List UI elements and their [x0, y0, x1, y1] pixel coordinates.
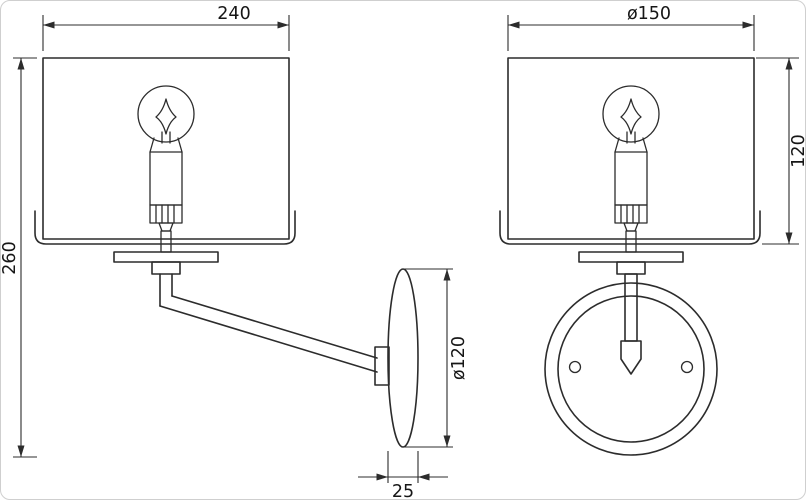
dim-shade-height: 120 [756, 57, 806, 245]
screw-hole-left [568, 360, 582, 374]
backplate-inner-circle [557, 295, 705, 443]
screw-hole-right [680, 360, 694, 374]
shade-bottom-ring-front [499, 210, 761, 245]
wall-arm [159, 295, 378, 373]
backplate-side [387, 268, 419, 448]
dimensions: 240 260 ø120 25 ø150 [1, 4, 806, 500]
backplate-outer-circle [544, 282, 718, 456]
dim-overall-width-label: 240 [217, 4, 250, 24]
shade-bottom-ring-side [34, 210, 296, 245]
stem-tip-front [620, 340, 642, 375]
light-bulb [602, 85, 660, 253]
front-view [499, 57, 761, 456]
dim-overall-width: 240 [42, 4, 290, 51]
dim-extension-lines [403, 268, 453, 448]
dim-shade-diameter: ø150 [507, 4, 755, 51]
light-bulb [137, 85, 195, 253]
side-view [34, 57, 419, 448]
dim-shade-diameter-label: ø150 [627, 4, 671, 24]
arm-mount-block [374, 346, 390, 386]
dim-extension-lines [42, 15, 290, 51]
dim-extension-lines [13, 57, 37, 458]
dim-shade-height-label: 120 [789, 134, 806, 167]
dim-extension-lines [507, 15, 755, 51]
dim-backplate-diameter-label: ø120 [449, 336, 469, 380]
dim-backplate-depth: 25 [358, 451, 448, 500]
stem-nut-side [151, 261, 181, 275]
dim-backplate-depth-label: 25 [392, 482, 414, 500]
fitter-plate-front [578, 251, 684, 263]
dim-overall-height-label: 260 [1, 241, 20, 274]
shade-body-front [507, 57, 755, 240]
dim-backplate-diameter: ø120 [403, 268, 469, 448]
stem-front [624, 273, 638, 342]
fitter-plate-side [113, 251, 219, 263]
dim-overall-height: 260 [1, 57, 37, 458]
stem-side [159, 273, 173, 307]
shade-body-side [42, 57, 290, 240]
dim-extension-lines [387, 451, 419, 483]
stem-nut-front [616, 261, 646, 275]
